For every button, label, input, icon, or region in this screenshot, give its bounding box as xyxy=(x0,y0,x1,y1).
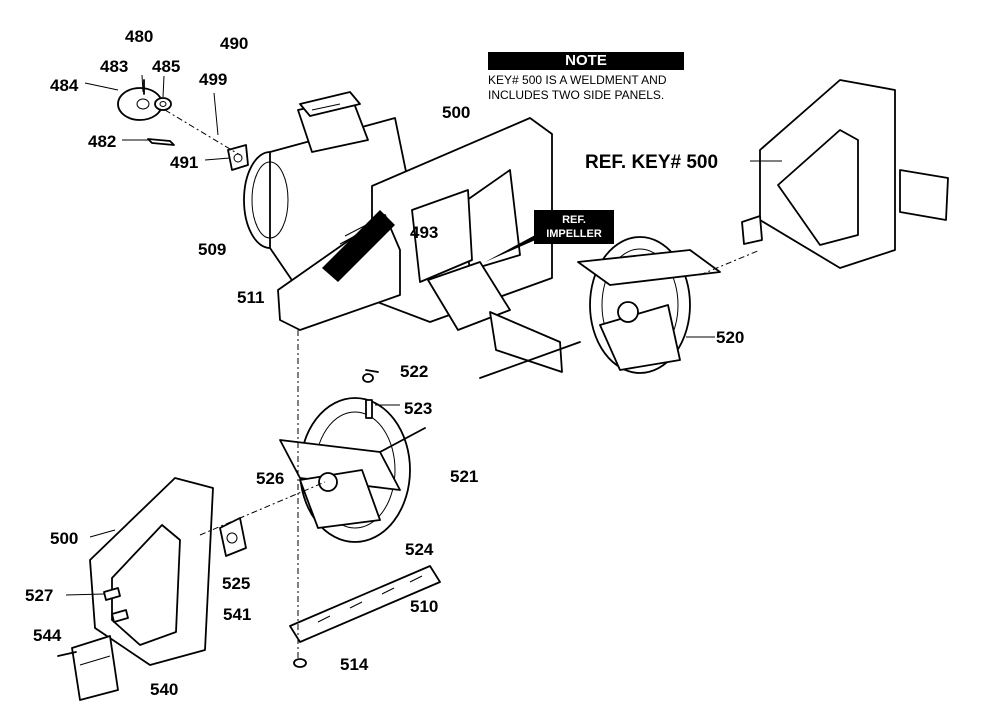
callout-527: 527 xyxy=(25,586,53,605)
part-490-chute xyxy=(297,91,369,153)
callout-490: 490 xyxy=(220,34,248,53)
part-482-pin xyxy=(147,138,175,146)
callout-500-top: 500 xyxy=(442,103,470,122)
part-520-impeller xyxy=(577,236,721,374)
leader-lines xyxy=(65,74,782,596)
ref-impeller-tag: REF. IMPELLER xyxy=(534,210,614,244)
callout-ref-key-500: REF. KEY# 500 xyxy=(585,152,718,173)
ref-impeller-line-1: REF. xyxy=(562,214,586,226)
callout-509: 509 xyxy=(198,240,226,259)
part-540-skid-shoe xyxy=(71,635,119,701)
note-line-1: KEY# 500 IS A WELDMENT AND xyxy=(488,73,667,87)
callout-520: 520 xyxy=(716,328,744,347)
callout-544: 544 xyxy=(33,626,62,645)
assembly-axis-right xyxy=(699,249,761,276)
part-525-bearing-flange xyxy=(219,517,247,557)
part-527-bolt xyxy=(103,587,121,601)
callout-526: 526 xyxy=(256,469,284,488)
ref-impeller-line-2: IMPELLER xyxy=(546,228,602,240)
assembly-axis-auger xyxy=(199,481,326,536)
callout-499: 499 xyxy=(199,70,227,89)
callout-510: 510 xyxy=(410,597,438,616)
callout-514: 514 xyxy=(340,655,369,674)
part-544-bolt xyxy=(57,651,77,657)
callout-540: 540 xyxy=(150,680,178,699)
part-500-weldment-top xyxy=(371,117,553,323)
callout-522: 522 xyxy=(400,362,428,381)
callout-480: 480 xyxy=(125,27,153,46)
note-heading: NOTE xyxy=(488,52,684,70)
callout-541: 541 xyxy=(223,605,251,624)
callout-511: 511 xyxy=(237,288,264,307)
part-541-bolt xyxy=(111,609,129,623)
part-493-shaft-bearing xyxy=(427,261,581,379)
callout-labels: 480 483 484 485 490 499 482 491 500 493 … xyxy=(25,27,744,699)
callout-491: 491 xyxy=(170,153,198,172)
callout-493: 493 xyxy=(410,223,438,242)
part-511-side-plate xyxy=(277,210,401,331)
callout-524: 524 xyxy=(405,540,434,559)
part-485-bushing xyxy=(154,97,172,111)
callout-484: 484 xyxy=(50,76,79,95)
part-514-nut xyxy=(293,658,307,668)
callout-521: 521 xyxy=(450,467,478,486)
callout-500-bottom: 500 xyxy=(50,529,78,548)
callout-523: 523 xyxy=(404,399,432,418)
part-521-auger xyxy=(279,397,426,543)
part-523-pin xyxy=(365,399,373,419)
part-522-bolt xyxy=(362,369,379,383)
assembly-axis-top-left xyxy=(164,109,241,156)
part-491-bracket xyxy=(227,144,249,171)
ref-key-500-side-panel xyxy=(741,79,949,269)
callout-485: 485 xyxy=(152,57,180,76)
callout-483: 483 xyxy=(100,57,128,76)
note-line-2: INCLUDES TWO SIDE PANELS. xyxy=(488,88,665,102)
part-510-shave-plate xyxy=(289,565,441,643)
callout-525: 525 xyxy=(222,574,250,593)
callout-482: 482 xyxy=(88,132,116,151)
